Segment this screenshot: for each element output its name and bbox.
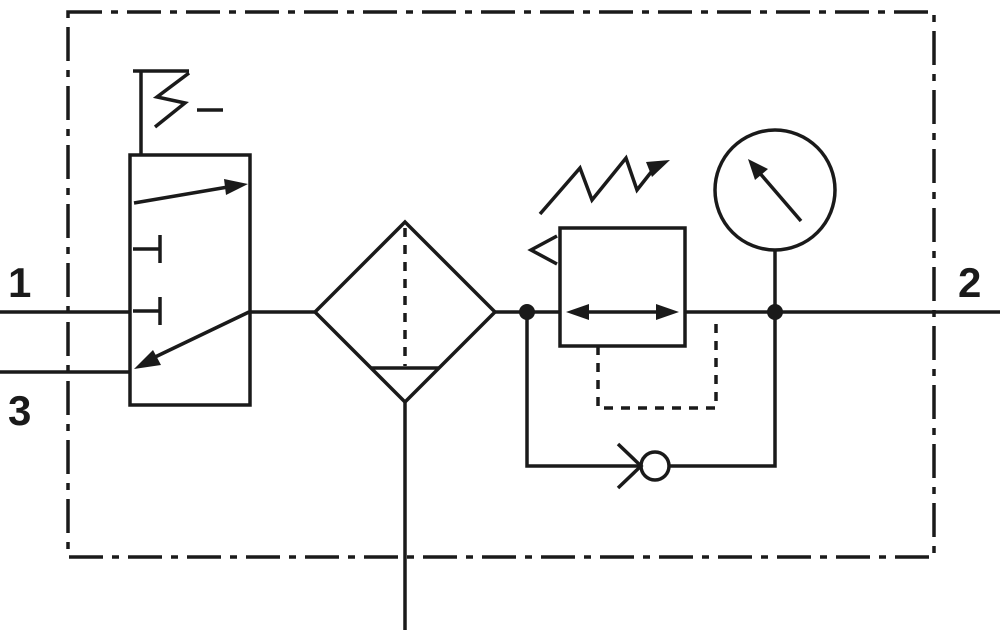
regulator-spring-icon: [538, 154, 670, 216]
valve-exhaust-arrow-icon: [134, 310, 250, 369]
filter-icon: [312, 219, 498, 630]
enclosure-boundary-icon: [66, 10, 936, 559]
valve-actuator-icon: [133, 69, 223, 155]
port-1-label: 1: [8, 259, 31, 306]
pilot-feedback-line: [596, 322, 718, 410]
port-3-label: 3: [8, 387, 31, 434]
gauge-needle-icon: [748, 159, 803, 223]
regulator-body: [558, 226, 687, 348]
port-2-label: 2: [958, 259, 981, 306]
valve-flow-arrow-icon: [133, 179, 248, 205]
bypass-line: [525, 312, 777, 490]
valve-body: [128, 153, 252, 407]
shutoff-valve-icon: [128, 69, 252, 407]
pressure-gauge-icon: [713, 128, 837, 312]
pressure-regulator-icon: [527, 154, 718, 410]
vent-chevron-icon: [527, 234, 558, 266]
check-valve-icon: [616, 442, 671, 490]
valve-blocked-port-icon: [133, 235, 162, 325]
